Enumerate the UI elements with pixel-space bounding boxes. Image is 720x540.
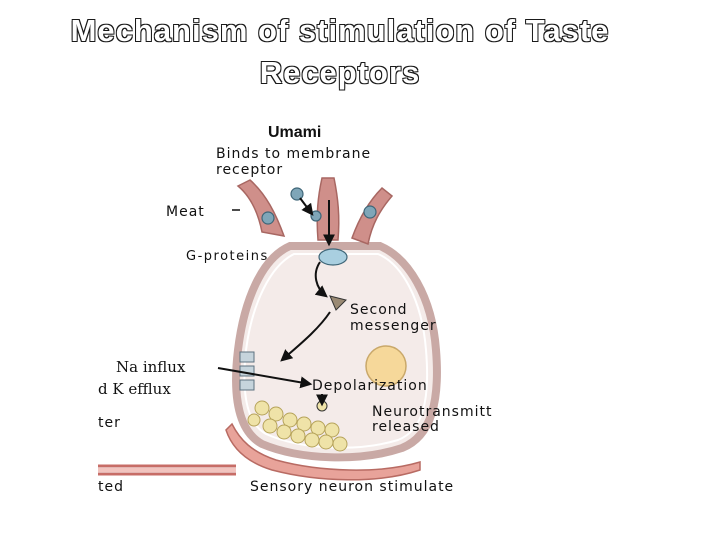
- pathway-arrows: [217, 197, 335, 407]
- molecule-2: [261, 211, 275, 225]
- molecule-3: [363, 205, 377, 219]
- ion-channel-1: [239, 351, 255, 363]
- diagram-heading: Umami: [268, 124, 321, 141]
- label-binds-line1: Binds to membrane: [216, 146, 371, 162]
- label-second-line2: messenger: [350, 318, 437, 334]
- label-sensory-neuron: Sensory neuron stimulate: [250, 479, 454, 495]
- sensory-neuron: [98, 422, 421, 481]
- arrow-binding: [299, 197, 314, 216]
- label-depolarization: Depolarization: [312, 378, 428, 394]
- arrow-to-channel: [280, 311, 331, 362]
- label-left-fragment: ter: [98, 415, 121, 431]
- microvillus-left: [236, 179, 286, 237]
- neuron-ending: [225, 422, 421, 481]
- receptor-cell: [232, 177, 441, 462]
- nucleus: [365, 345, 407, 387]
- label-meat: Meat: [166, 204, 205, 220]
- vesicle-cluster: [247, 400, 348, 452]
- title-line-1: Mechanism of stimulation of Taste: [70, 12, 610, 48]
- molecule-1: [290, 187, 304, 201]
- arrow-depolarization: [217, 367, 313, 389]
- label-g-proteins: G-proteins: [186, 249, 269, 264]
- cell-outer-membrane: [232, 242, 441, 462]
- umami-molecules: [261, 187, 377, 225]
- label-k-efflux: d K efflux: [98, 380, 171, 398]
- second-messenger: [329, 295, 347, 311]
- molecule-bound: [310, 210, 322, 222]
- label-na-influx: Na influx: [116, 358, 186, 376]
- arrow-gprotein: [314, 261, 328, 298]
- label-binds-line2: receptor: [216, 162, 283, 178]
- ion-channel-3: [239, 379, 255, 391]
- label-second-line1: Second: [350, 302, 408, 318]
- label-neurotransmitter-line1: Neurotransmitt: [372, 404, 492, 420]
- label-bottom-left-fragment: ted: [98, 479, 124, 495]
- title-line-2: Receptors: [259, 54, 421, 90]
- slide-title: Mechanism of stimulation of Taste Recept…: [0, 10, 680, 94]
- g-protein: [318, 248, 348, 266]
- label-neurotransmitter-line2: released: [372, 419, 440, 435]
